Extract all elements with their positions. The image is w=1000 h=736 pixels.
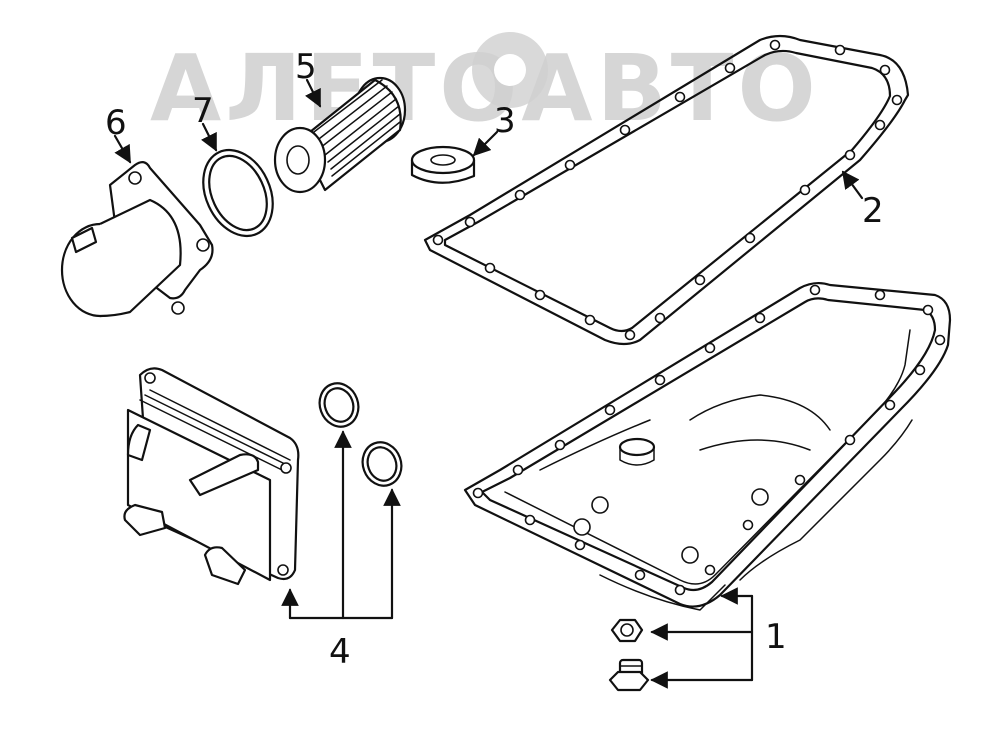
bolt-hole: [742, 519, 754, 531]
leader-lines: [113, 78, 864, 689]
bolt-hole: [694, 274, 706, 286]
bolt-hole: [874, 119, 886, 131]
bolt-hole: [744, 232, 756, 244]
o-ring-small-lower: [361, 441, 403, 487]
bolt-hole: [844, 149, 856, 161]
bolt-hole: [432, 234, 444, 246]
bolt-hole: [922, 304, 934, 316]
bolt-hole: [464, 216, 476, 228]
filter-cover: [60, 161, 214, 318]
oil-pan: [463, 281, 952, 611]
bolt-hole: [534, 289, 546, 301]
bolt-hole: [514, 189, 526, 201]
filter-seal-ring: [410, 145, 476, 184]
o-ring-large: [202, 148, 274, 238]
bolt-hole: [874, 289, 886, 301]
callout-6: 6: [105, 103, 127, 143]
bolt-hole: [914, 364, 926, 376]
callout-2: 2: [862, 191, 884, 231]
bolt-hole: [624, 329, 636, 341]
bolt-hole: [472, 487, 484, 499]
gear-icon: [472, 32, 548, 108]
bolt-hole: [724, 62, 736, 74]
bolt-hole: [844, 434, 856, 446]
bolt-hole: [754, 312, 766, 324]
bolt-hole: [884, 399, 896, 411]
drain-plug-washer: [610, 618, 644, 643]
drain-plug: [608, 658, 650, 692]
callout-3: 3: [494, 101, 516, 141]
bolt-hole: [484, 262, 496, 274]
bolt-hole: [584, 314, 596, 326]
callout-5: 5: [295, 47, 317, 87]
oil-cooler: [123, 367, 300, 586]
bolt-hole: [794, 474, 806, 486]
bolt-hole: [654, 374, 666, 386]
callout-4: 4: [329, 632, 351, 672]
bolt-hole: [524, 514, 536, 526]
callout-1: 1: [765, 617, 787, 657]
bolt-hole: [934, 334, 946, 346]
bolt-hole: [891, 94, 903, 106]
bolt-hole: [799, 184, 811, 196]
bolt-hole: [674, 584, 686, 596]
bolt-hole: [674, 91, 686, 103]
pan-gasket: [423, 34, 910, 346]
bolt-hole: [634, 569, 646, 581]
bolt-hole: [564, 159, 576, 171]
bolt-hole: [654, 312, 666, 324]
bolt-hole: [834, 44, 846, 56]
bolt-hole: [704, 564, 716, 576]
watermark-logo: АЛЕТОАВТО: [150, 32, 816, 142]
bolt-hole: [604, 404, 616, 416]
bolt-hole: [809, 284, 821, 296]
o-ring-small-upper: [318, 382, 360, 428]
bolt-hole: [574, 539, 586, 551]
oil-filter-element: [273, 76, 407, 194]
bolt-hole: [512, 464, 524, 476]
callout-7: 7: [192, 91, 214, 131]
bolt-hole: [879, 64, 891, 76]
bolt-hole: [769, 39, 781, 51]
bolt-hole: [554, 439, 566, 451]
bolt-hole: [704, 342, 716, 354]
bolt-hole: [619, 124, 631, 136]
